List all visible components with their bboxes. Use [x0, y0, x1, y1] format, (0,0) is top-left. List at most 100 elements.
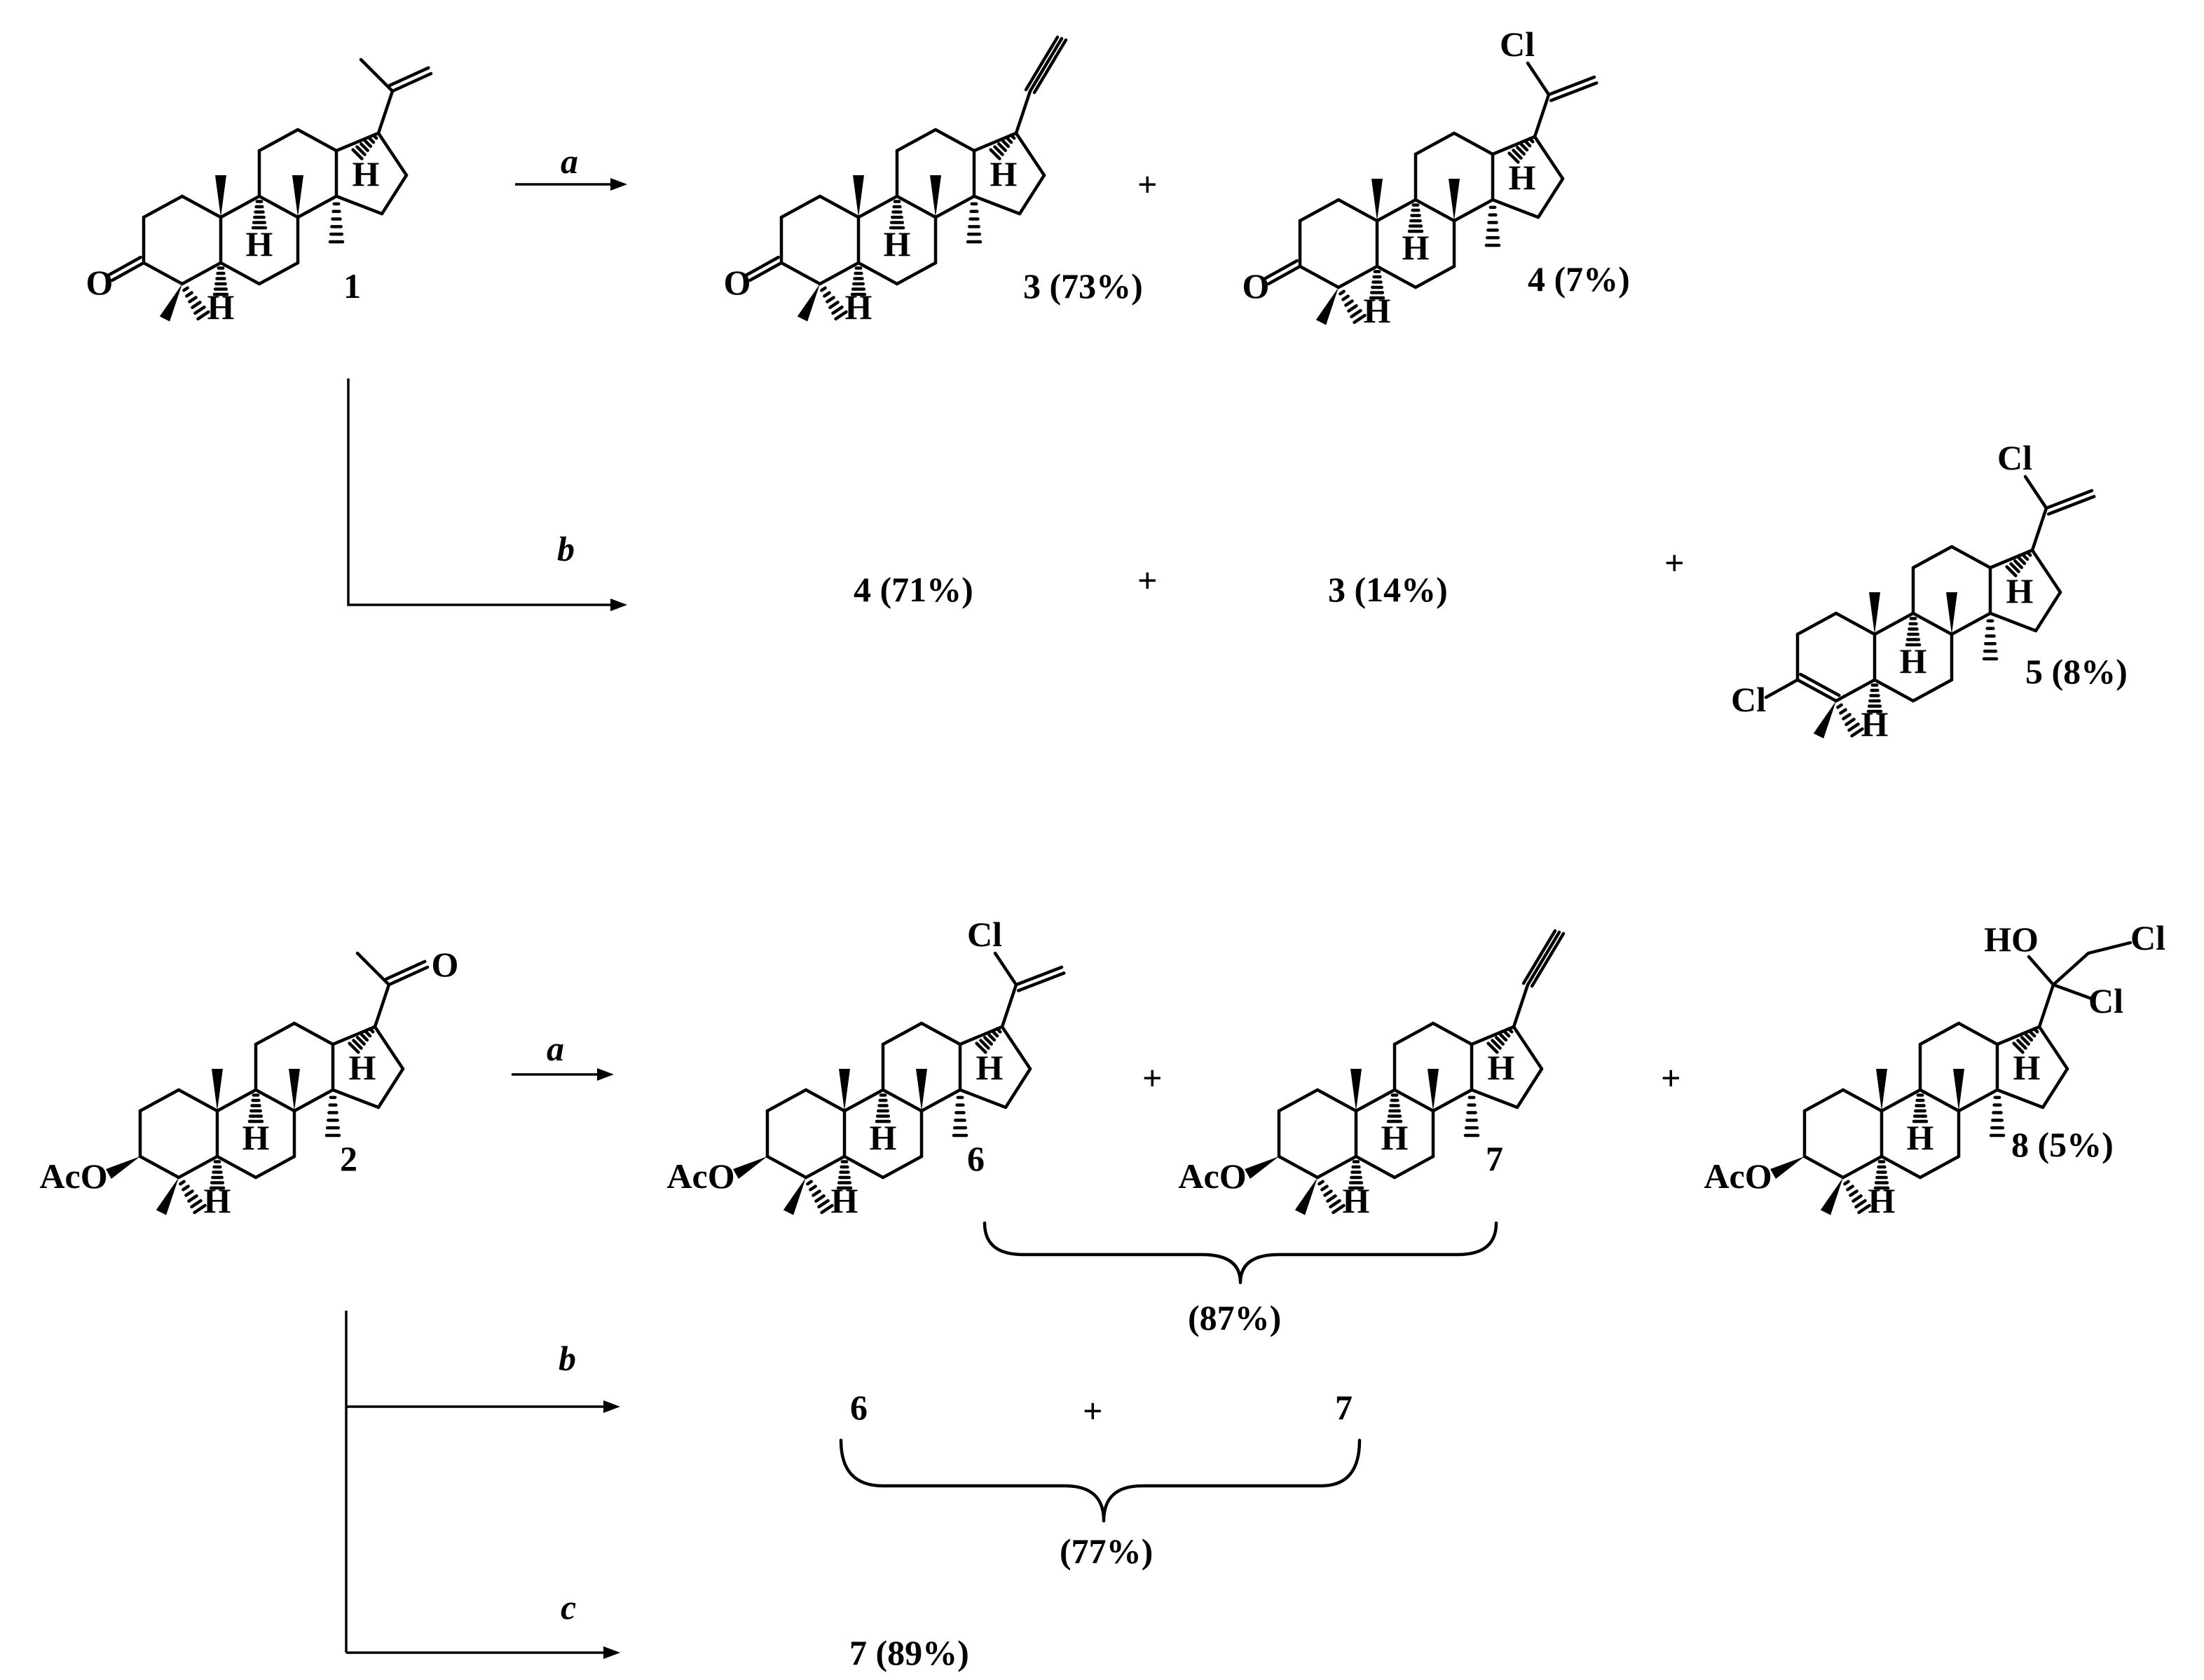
bond: [334, 194, 384, 216]
bond: [1392, 1154, 1435, 1180]
bond: [1028, 36, 1064, 93]
bond: [1014, 131, 1046, 177]
bond: [1950, 611, 1992, 636]
bond: [334, 131, 381, 153]
bond: [373, 983, 391, 1029]
bond: [215, 1088, 258, 1113]
bond: [1000, 983, 1018, 1029]
c4-methyl-wedge: [783, 1177, 806, 1215]
cl-atom: Cl: [1997, 438, 2032, 477]
bond: [856, 194, 899, 219]
bond: [254, 1021, 296, 1046]
double-bond: [1795, 678, 1838, 703]
h17-hashed: [2012, 1027, 2039, 1054]
bond: [895, 194, 938, 219]
bond: [1521, 929, 1557, 985]
bond: [2051, 951, 2090, 987]
bond: [933, 194, 976, 219]
reagent-a-bottom: a: [547, 1029, 564, 1068]
bond: [180, 261, 223, 286]
h5-hashed: [1873, 1160, 1890, 1190]
bond: [1491, 135, 1537, 156]
h17-hashed: [351, 133, 378, 161]
bond: [1414, 131, 1456, 156]
bond: [2037, 1025, 2069, 1071]
bond: [254, 1088, 296, 1113]
bond: [296, 128, 338, 153]
vinyl-double-bond: [2046, 495, 2096, 516]
bond: [2027, 955, 2055, 987]
c3-carbonyl: [1266, 264, 1302, 286]
h9-hashed: [1905, 617, 1922, 647]
bond: [1512, 1025, 1544, 1071]
bond: [219, 194, 261, 219]
product-4-yield-71: 4 (71%): [854, 570, 973, 609]
bond: [1414, 198, 1456, 223]
h5-hashed: [1369, 270, 1385, 300]
bond: [1911, 611, 1954, 636]
h17-hashed: [348, 1027, 375, 1054]
bond: [1834, 611, 1877, 636]
h5-atom: H: [1861, 704, 1889, 744]
c10-methyl-wedge: [215, 175, 226, 217]
h14-atom: H: [1488, 1048, 1515, 1087]
h9-atom: H: [1907, 1118, 1934, 1157]
compound-label: 7: [1486, 1139, 1503, 1178]
c13-methyl-wedge: [1946, 592, 1957, 634]
bond: [1032, 38, 1068, 95]
c13-methyl-wedge: [289, 1069, 300, 1111]
h9-atom: H: [884, 224, 911, 264]
c10-methyl-wedge: [1876, 1069, 1887, 1111]
c3-acetoxy-wedge: [106, 1156, 140, 1179]
c4-methyl-hashed: [1317, 1180, 1346, 1215]
bond: [1298, 264, 1341, 289]
c10-methyl-wedge: [212, 1069, 223, 1111]
bond: [1470, 1025, 1516, 1046]
bond: [1764, 678, 1800, 699]
bond: [180, 194, 223, 219]
bond: [1354, 1088, 1397, 1113]
o3-atom: O: [724, 263, 751, 302]
bond: [1375, 198, 1418, 223]
c20-carbonyl: [388, 66, 430, 88]
cl-atom: Cl: [1500, 25, 1535, 64]
bond: [1315, 1088, 1358, 1113]
bond: [257, 128, 300, 153]
bond: [376, 89, 395, 135]
c14-methyl-hashed: [1463, 1095, 1480, 1138]
aco-atom: AcO: [1704, 1156, 1772, 1196]
bond: [2034, 590, 2062, 633]
c4-methyl-hashed: [806, 1180, 834, 1215]
bond: [376, 131, 409, 177]
bond: [1911, 678, 1954, 703]
bond: [958, 1025, 1004, 1046]
c3-acetoxy-wedge: [733, 1156, 767, 1179]
cl2-atom: Cl: [2088, 981, 2123, 1020]
bond: [1536, 177, 1565, 219]
h14-atom: H: [976, 1048, 1004, 1087]
bond: [331, 1025, 377, 1046]
bond: [292, 1088, 335, 1113]
bond: [1873, 611, 1915, 636]
h9-atom: H: [242, 1118, 270, 1157]
bond: [177, 1088, 219, 1113]
c13-methyl-wedge: [1449, 179, 1460, 221]
h5-atom: H: [1343, 1181, 1370, 1220]
c3-acetoxy-wedge: [1770, 1156, 1805, 1179]
bond: [765, 1154, 808, 1180]
c13-methyl-wedge: [1428, 1069, 1439, 1111]
h17-hashed: [989, 133, 1016, 161]
c10-methyl-wedge: [1350, 1069, 1362, 1111]
bond: [972, 194, 1022, 216]
bond: [895, 128, 938, 153]
vinyl-double-bond: [1549, 81, 1599, 102]
reagent-a-top: a: [561, 142, 578, 181]
c13-methyl-wedge: [930, 175, 941, 217]
compound-label: 3 (73%): [1023, 266, 1143, 306]
c3-carbonyl: [1264, 259, 1299, 280]
bond: [1014, 89, 1032, 135]
bond: [1873, 678, 1915, 703]
